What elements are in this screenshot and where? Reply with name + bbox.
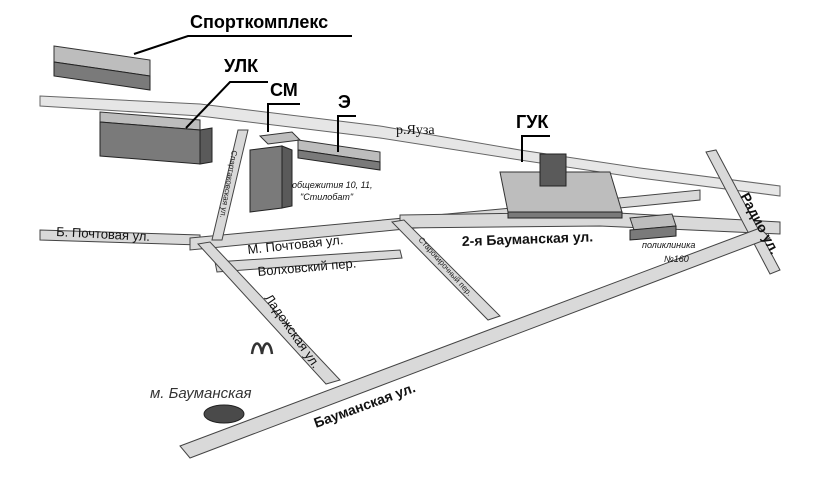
label-ulk: УЛК [224, 56, 259, 76]
river-yauza [39, 95, 781, 197]
street-bauman-2: 2-я Бауманская ул. [462, 228, 594, 249]
road-ladozhskaya [197, 241, 341, 385]
road-baumanskaya [179, 227, 771, 459]
road-volkhovsky [214, 249, 403, 273]
road-small-vertical [211, 129, 249, 241]
label-e: Э [338, 92, 351, 112]
building-clinic-160 [629, 213, 677, 241]
building-sportkompleks [53, 45, 151, 91]
road-starokirochny [390, 219, 501, 321]
street-ladozhskaya: Ладожская ул. [262, 291, 324, 371]
label-dorm-line1: общежития 10, 11, [292, 180, 373, 190]
leader-ulk [185, 81, 268, 129]
label-dorm-line2: "Стилобат" [300, 192, 354, 202]
building-sm [249, 131, 302, 213]
building-ulk [99, 111, 213, 165]
label-guk: ГУК [516, 112, 549, 132]
label-clinic-line2: №160 [664, 254, 689, 264]
label-metro: м. Бауманская [150, 385, 252, 402]
leader-e [337, 115, 356, 152]
mcdonalds-logo-icon [250, 342, 274, 355]
label-sportkompleks: Спорткомплекс [190, 12, 328, 32]
leader-sportkompleks [133, 35, 352, 55]
leader-guk [521, 135, 550, 162]
leader-sm [267, 103, 300, 132]
label-sm: СМ [270, 80, 298, 100]
street-b-pochtovaya: Б. Почтовая ул. [56, 224, 151, 244]
building-guk [499, 153, 623, 219]
label-clinic-line1: поликлиника [642, 240, 695, 250]
metro-station-icon [203, 404, 245, 424]
street-small-vertical: Спартаковская ул. [218, 150, 239, 219]
label-river: р.Яуза [396, 123, 435, 138]
